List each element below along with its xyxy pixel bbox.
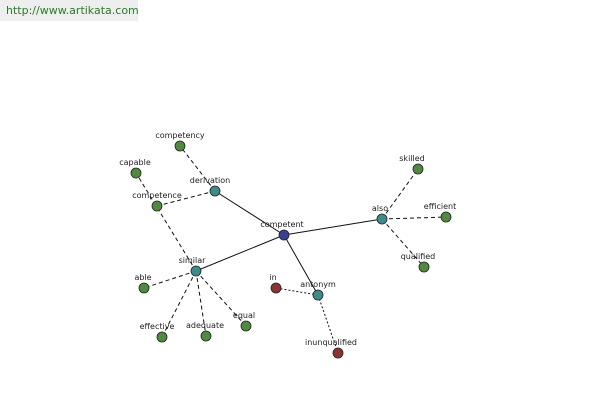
node-inunqualified[interactable] — [332, 347, 344, 359]
node-label-also: also — [372, 204, 388, 213]
node-label-able: able — [134, 273, 151, 282]
edge-also-skilled — [381, 168, 419, 220]
node-effective[interactable] — [156, 331, 168, 343]
node-label-competency: competency — [155, 131, 205, 140]
site-url-banner: http://www.artikata.com — [0, 0, 139, 21]
edge-competent-derivation — [214, 190, 285, 236]
node-competent[interactable] — [278, 229, 290, 241]
edge-competent-also — [283, 218, 383, 236]
node-adequate[interactable] — [200, 330, 212, 342]
labels-layer: competent derivation also similar antonym com… — [119, 131, 456, 347]
edge-also-qualified — [381, 218, 425, 268]
node-label-antonym: antonym — [300, 280, 336, 289]
edge-similar-effective — [161, 270, 197, 338]
node-label-competence: competence — [132, 191, 182, 200]
node-also[interactable] — [376, 213, 388, 225]
node-in[interactable] — [270, 282, 282, 294]
node-efficient[interactable] — [440, 211, 452, 223]
edge-similar-equal — [195, 270, 247, 327]
site-url-text[interactable]: http://www.artikata.com — [6, 4, 139, 17]
node-label-derivation: derivation — [190, 176, 230, 185]
edge-competent-similar — [195, 234, 285, 272]
node-label-qualified: qualified — [401, 252, 436, 261]
edge-derivation-competence — [156, 190, 216, 207]
edge-also-efficient — [381, 216, 447, 220]
node-capable[interactable] — [130, 167, 142, 179]
node-able[interactable] — [138, 282, 150, 294]
node-label-effective: effective — [140, 322, 175, 331]
node-competency[interactable] — [174, 140, 186, 152]
node-similar[interactable] — [190, 265, 202, 277]
node-qualified[interactable] — [418, 261, 430, 273]
node-label-in: in — [269, 273, 276, 282]
edge-antonym-in — [275, 287, 319, 296]
node-label-equal: equal — [233, 311, 255, 320]
edge-similar-capable — [135, 172, 197, 272]
edge-similar-able — [143, 270, 197, 289]
node-competence[interactable] — [151, 200, 163, 212]
nodes-layer — [130, 140, 452, 359]
node-antonym[interactable] — [312, 289, 324, 301]
node-derivation[interactable] — [209, 185, 221, 197]
node-equal[interactable] — [240, 320, 252, 332]
edge-derivation-competency — [179, 145, 216, 192]
edge-competent-antonym — [283, 234, 319, 296]
node-skilled[interactable] — [412, 163, 424, 175]
node-label-skilled: skilled — [399, 154, 424, 163]
node-label-adequate: adequate — [186, 321, 224, 330]
node-label-competent: competent — [260, 220, 303, 229]
edges-layer — [135, 145, 447, 354]
node-label-inunqualified: inunqualified — [305, 338, 357, 347]
node-label-capable: capable — [119, 158, 151, 167]
edge-similar-adequate — [195, 270, 207, 337]
node-label-efficient: efficient — [424, 202, 456, 211]
node-label-similar: similar — [179, 256, 207, 265]
